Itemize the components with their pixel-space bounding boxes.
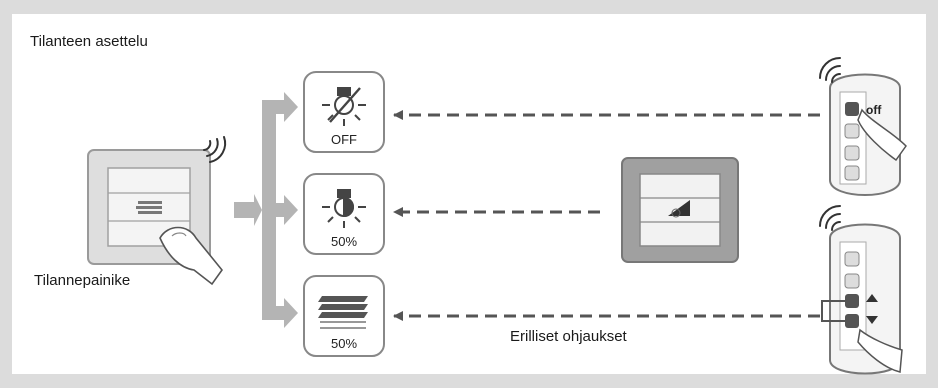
tile-lamp-dimmed-label: 50% [330, 234, 358, 249]
blinds-icon [318, 296, 368, 329]
controls-bracket [821, 300, 845, 322]
down-arrow-icon [866, 316, 878, 324]
remote-bottom [829, 223, 903, 375]
distribution-arrow [234, 92, 298, 328]
scene-symbol-icon [136, 201, 162, 214]
diagram-title: Tilanteen asettelu [30, 33, 148, 50]
separate-controls-label: Erilliset ohjaukset [510, 328, 627, 345]
tile-lamp-off [303, 71, 385, 153]
hand-pressing-icon [159, 226, 224, 286]
remote-off-button-label: off [866, 103, 882, 117]
tile-blinds-label: 50% [330, 336, 358, 351]
tile-lamp-off-label: OFF [331, 132, 357, 147]
remote-top-signal-icon [819, 57, 841, 83]
remote-bottom-signal-icon [819, 205, 841, 231]
scene-button-label: Tilannepainike [34, 272, 131, 289]
dimmer-switch [621, 157, 739, 263]
wireless-signal-icon [203, 136, 227, 163]
dimmer-symbol-icon [668, 200, 690, 218]
remote-top [829, 73, 907, 196]
up-arrow-icon [866, 294, 878, 302]
lamp-dimmed-icon [322, 189, 366, 228]
lamp-off-icon [322, 87, 366, 126]
